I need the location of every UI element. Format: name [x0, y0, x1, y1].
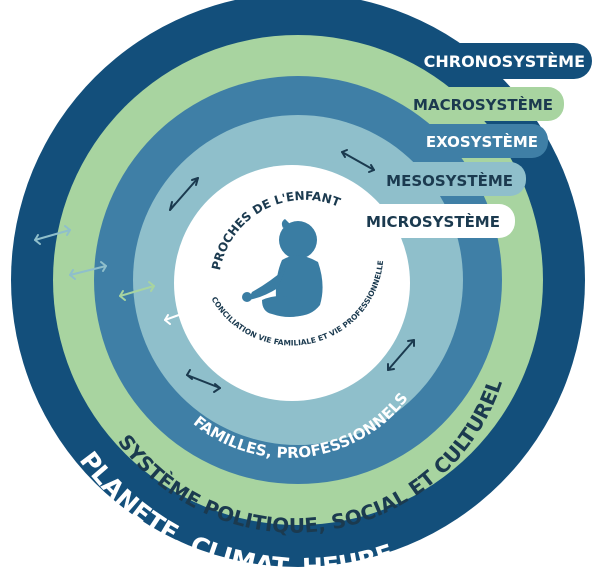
double-arrow-icon — [34, 225, 71, 245]
double-arrow-icon — [119, 281, 155, 301]
microsysteme-tab — [345, 204, 515, 238]
mesosysteme-label: MESOSYSTÈME — [386, 171, 513, 190]
chronosysteme-label: CHRONOSYSTÈME — [424, 52, 585, 71]
microsysteme-label: MICROSYSTÈME — [366, 212, 500, 231]
double-arrow-icon — [341, 149, 375, 173]
double-arrow-icon — [169, 177, 199, 211]
exosysteme-label: EXOSYSTÈME — [426, 132, 538, 151]
double-arrow-icon — [186, 369, 221, 393]
baby-icon — [242, 219, 323, 317]
double-arrow-icon — [69, 261, 107, 280]
macrosysteme-label: MACROSYSTÈME — [413, 95, 553, 114]
double-arrow-icon — [164, 303, 199, 325]
double-arrow-icon — [387, 339, 415, 371]
